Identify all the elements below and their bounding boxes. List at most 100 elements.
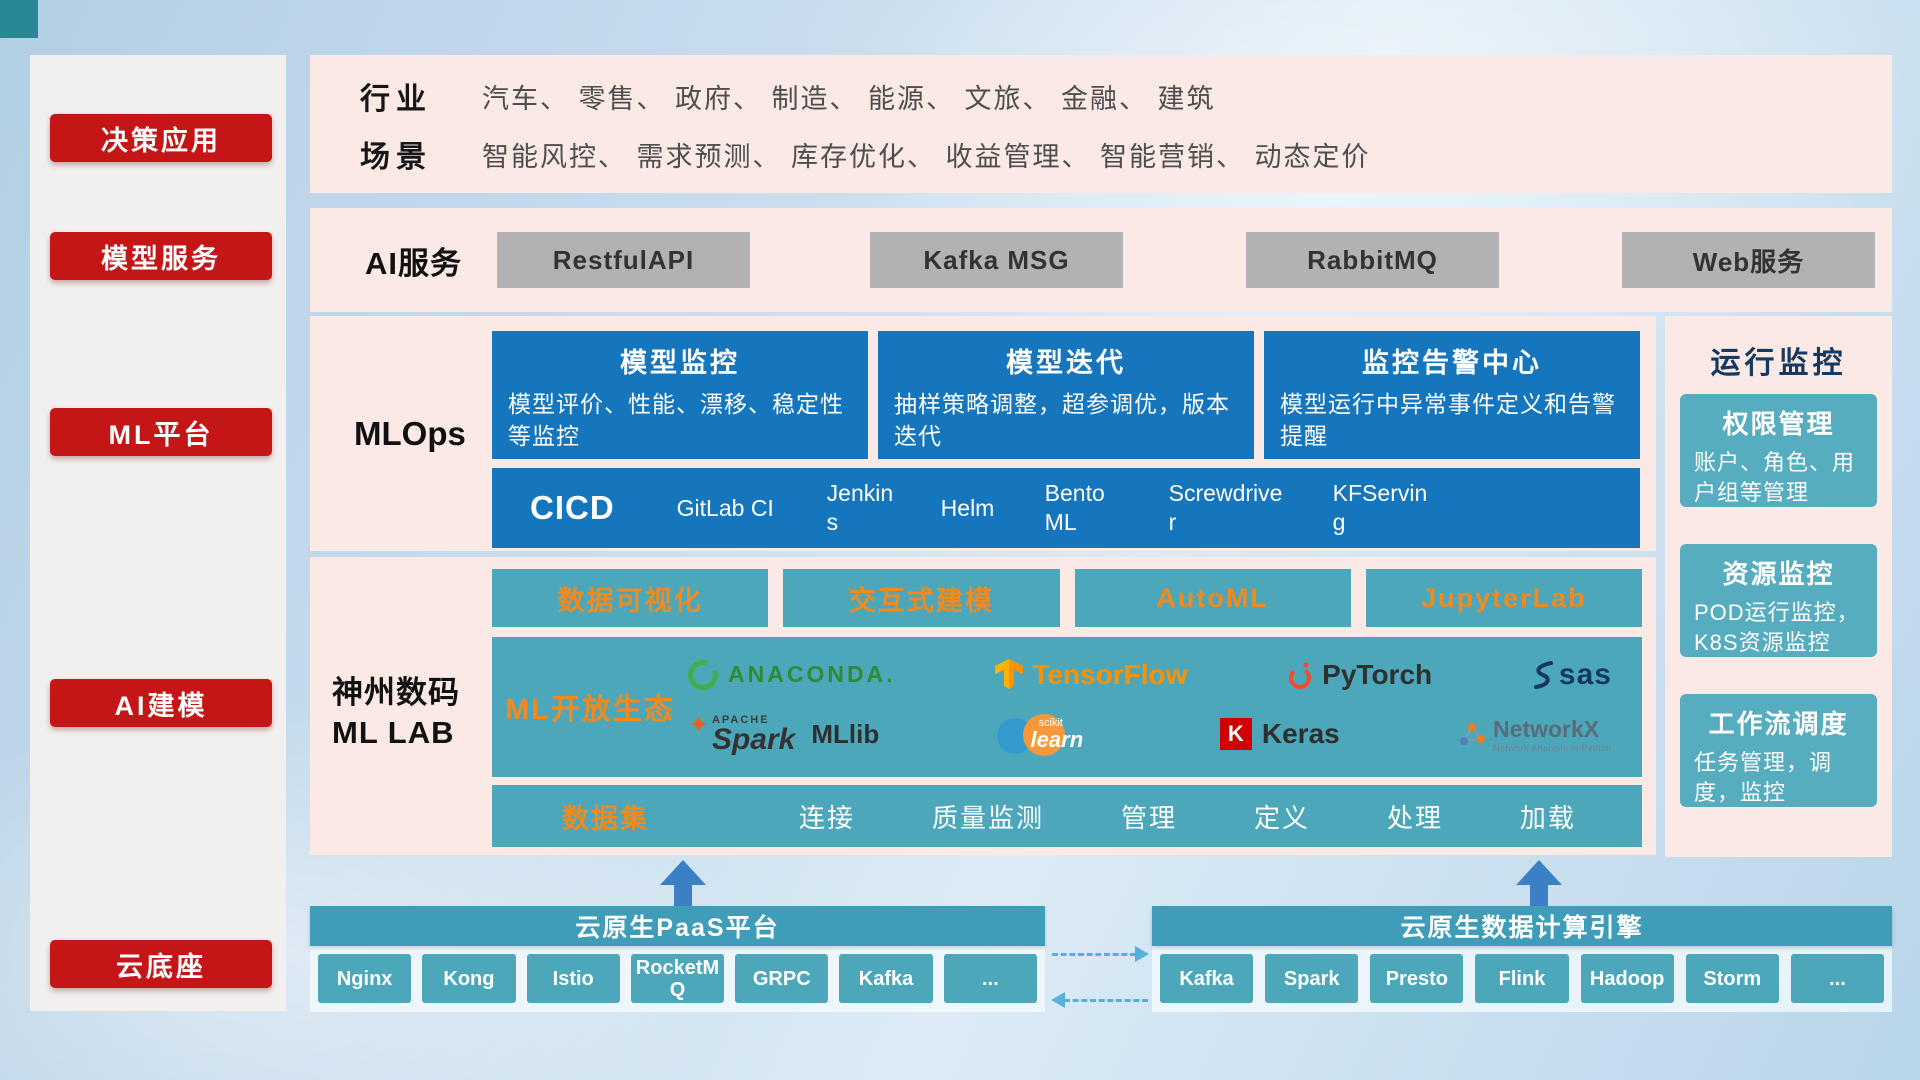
mlops-cards: 模型监控 模型评价、性能、漂移、稳定性等监控 模型迭代 抽样策略调整，超参调优，… — [492, 331, 1640, 459]
card-title: 权限管理 — [1722, 409, 1835, 439]
sidebar — [30, 55, 286, 1011]
web-service-button: Web服务 — [1622, 232, 1875, 288]
dataset-item-define: 定义 — [1253, 802, 1310, 833]
paas-items: Nginx Kong Istio RocketMQ GRPC Kafka ... — [318, 954, 1037, 1003]
mllib-label: MLlib — [811, 718, 880, 749]
sidebar-item-decision-apps: 决策应用 — [50, 114, 272, 162]
dataset-item-connect: 连接 — [799, 802, 856, 833]
arrow-stem — [674, 885, 692, 906]
up-arrow-paas — [660, 860, 706, 906]
tech-nginx: Nginx — [318, 954, 412, 1003]
card-desc: 抽样策略调整，超参调优，版本迭代 — [894, 391, 1230, 450]
card-title: 资源监控 — [1722, 559, 1835, 589]
tech-rocketmq: RocketMQ — [630, 954, 725, 1003]
industry-panel: 行业 汽车、 零售、 政府、 制造、 能源、 文旅、 金融、 建筑 场景 智能风… — [310, 55, 1892, 193]
dataset-label: 数据集 — [562, 803, 649, 834]
card-title: 监控告警中心 — [1362, 348, 1542, 378]
tech-kafka: Kafka — [839, 954, 933, 1003]
tech-flink: Flink — [1475, 954, 1569, 1003]
card-title: 工作流调度 — [1708, 709, 1849, 739]
sidebar-item-ai-modeling: AI建模 — [50, 679, 272, 727]
ml-ecosystem-label: ML开放生态 — [505, 694, 675, 726]
keras-label: Keras — [1261, 718, 1340, 750]
dataset-item-process: 处理 — [1386, 802, 1443, 833]
ai-service-label: AI服务 — [365, 245, 462, 281]
anaconda-icon — [688, 659, 718, 690]
ml-ecosystem-box: ML开放生态 ANACONDA. TensorFlow — [492, 637, 1642, 777]
mlops-label: MLOps — [354, 414, 466, 452]
networkx-tagline: Network Analysis in Python — [1493, 742, 1612, 753]
tech-kong: Kong — [422, 954, 516, 1003]
scenario-row: 场景 智能风控、 需求预测、 库存优化、 收益管理、 智能营销、 动态定价 — [360, 128, 1872, 180]
mllab-feature-row: 数据可视化 交互式建模 AutoML JupyterLab — [492, 569, 1642, 627]
tensorflow-icon — [995, 658, 1024, 689]
keras-icon: K — [1219, 718, 1252, 751]
card-desc: 模型运行中异常事件定义和告警提醒 — [1280, 391, 1616, 450]
alert-center-card: 监控告警中心 模型运行中异常事件定义和告警提醒 — [1264, 331, 1640, 459]
tech-presto: Presto — [1370, 954, 1464, 1003]
sas-label: sas — [1558, 657, 1612, 691]
card-desc: 任务管理，调度，监控 — [1694, 750, 1833, 805]
ecosystem-logos: ANACONDA. TensorFlow — [688, 637, 1642, 777]
dashed-arrow-right — [1052, 953, 1136, 956]
mllab-label-line2: ML LAB — [332, 715, 455, 750]
tensorflow-label: TensorFlow — [1032, 658, 1188, 690]
scikit-label: scikit — [1038, 717, 1063, 730]
cicd-bar: CICD GitLab CI Jenkins Helm BentoML Scre… — [492, 468, 1640, 548]
mllab-label-line1: 神州数码 — [332, 675, 460, 710]
restful-api-button: RestfulAPI — [497, 232, 750, 288]
workflow-scheduler-card: 工作流调度 任务管理，调度，监控 — [1680, 694, 1877, 807]
mllab-panel: 神州数码 ML LAB 数据可视化 交互式建模 AutoML JupyterLa… — [310, 557, 1656, 855]
tech-grpc: GRPC — [735, 954, 829, 1003]
mlops-panel: MLOps 模型监控 模型评价、性能、漂移、稳定性等监控 模型迭代 抽样策略调整… — [310, 316, 1656, 551]
tech-spark: Spark — [1265, 954, 1359, 1003]
ai-service-panel: AI服务 RestfulAPI Kafka MSG RabbitMQ Web服务 — [310, 208, 1892, 312]
tech-istio: Istio — [526, 954, 620, 1003]
permission-management-card: 权限管理 账户、角色、用户组等管理 — [1680, 394, 1877, 507]
jupyterlab-button: JupyterLab — [1365, 569, 1642, 627]
tool-jenkins: Jenkins — [826, 480, 894, 535]
arrow-stem — [1530, 885, 1548, 906]
spark-text-stack: APACHE Spark — [712, 714, 795, 755]
tech-more2: ... — [1790, 954, 1884, 1003]
card-desc: POD运行监控，K8S资源监控 — [1694, 600, 1860, 655]
kafka-msg-button: Kafka MSG — [870, 232, 1123, 288]
dashed-arrow-left — [1064, 999, 1148, 1002]
industry-row: 行业 汽车、 零售、 政府、 制造、 能源、 文旅、 金融、 建筑 — [360, 70, 1872, 122]
tech-hadoop: Hadoop — [1580, 954, 1674, 1003]
run-monitor-title: 运行监控 — [1710, 347, 1847, 380]
sas-icon — [1533, 660, 1553, 689]
sas-logo: sas — [1531, 658, 1612, 692]
networkx-label: NetworkX — [1493, 715, 1600, 742]
engine-items: Kafka Spark Presto Flink Hadoop Storm ..… — [1160, 954, 1884, 1003]
scikit-learn-icon-orange — [1022, 714, 1065, 757]
scikit-learn-logo: scikit learn — [996, 712, 1103, 757]
tool-gitlab-ci: GitLab CI — [676, 494, 774, 521]
dataset-bar: 数据集 连接 质量监测 管理 定义 处理 加载 — [492, 785, 1642, 847]
dataset-items: 连接 质量监测 管理 定义 处理 加载 — [799, 798, 1576, 835]
scenario-label: 场景 — [360, 141, 432, 174]
learn-label: learn — [1030, 727, 1084, 753]
card-title: 模型监控 — [620, 348, 740, 378]
sidebar-item-model-service: 模型服务 — [50, 232, 272, 280]
dataset-item-load: 加载 — [1519, 802, 1576, 833]
data-visualization-button: 数据可视化 — [492, 569, 769, 627]
tool-bentoml: BentoML — [1044, 480, 1105, 535]
networkx-logo: NetworkX Network Analysis in Python — [1457, 716, 1612, 753]
run-monitor-panel: 运行监控 权限管理 账户、角色、用户组等管理 资源监控 POD运行监控，K8S资… — [1665, 316, 1892, 857]
card-desc: 账户、角色、用户组等管理 — [1694, 450, 1856, 505]
apache-label: APACHE — [711, 714, 770, 727]
tech-storm: Storm — [1685, 954, 1779, 1003]
tensorflow-logo: TensorFlow — [994, 658, 1188, 691]
networkx-icon — [1460, 723, 1486, 746]
automl-button: AutoML — [1074, 569, 1351, 627]
tech-kafka2: Kafka — [1160, 954, 1254, 1003]
dashed-arrow-right-head-icon — [1135, 946, 1149, 962]
model-iteration-card: 模型迭代 抽样策略调整，超参调优，版本迭代 — [878, 331, 1254, 459]
card-desc: 模型评价、性能、漂移、稳定性等监控 — [508, 391, 844, 450]
spark-icon: ✦ — [688, 711, 709, 740]
rabbitmq-button: RabbitMQ — [1246, 232, 1499, 288]
logo-row-1: ANACONDA. TensorFlow — [688, 658, 1612, 692]
dataset-item-quality: 质量监测 — [931, 802, 1044, 833]
corner-decoration — [0, 0, 38, 38]
